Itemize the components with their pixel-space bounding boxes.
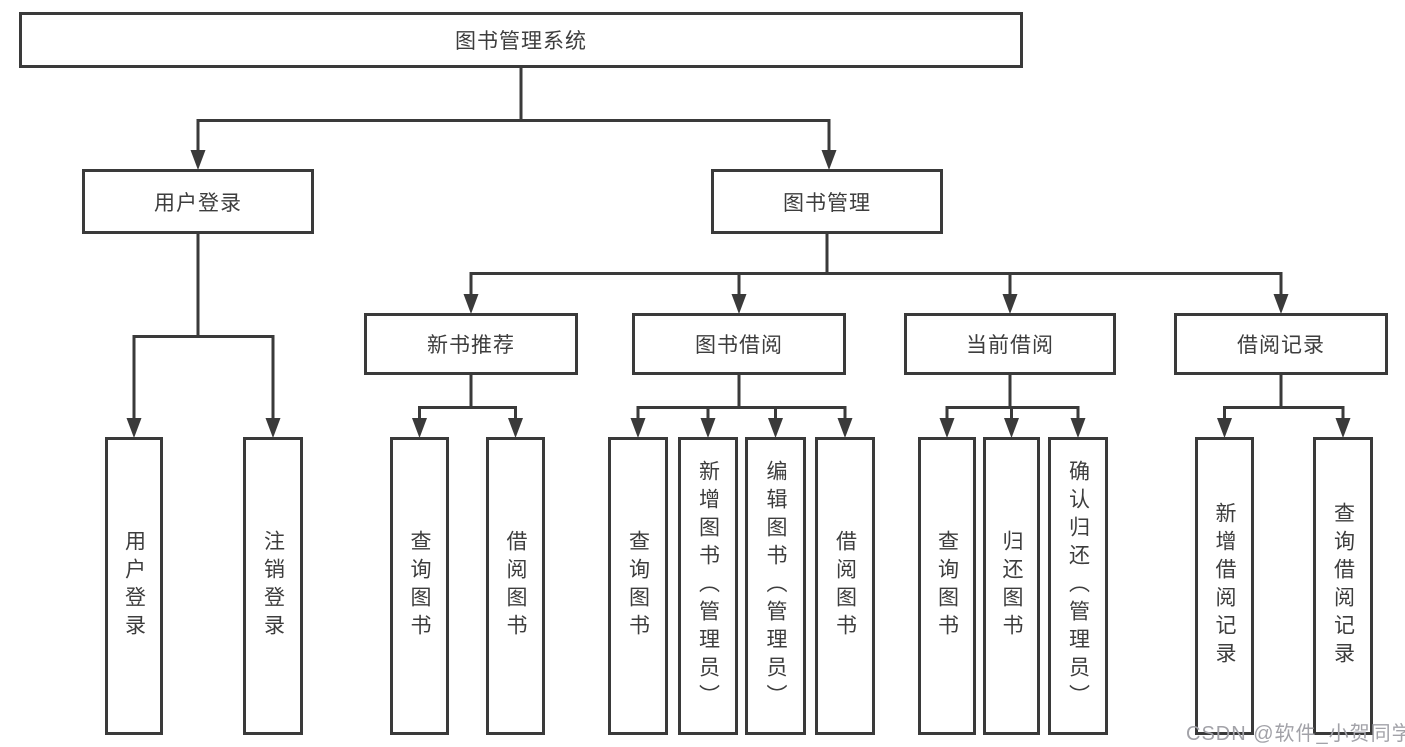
leaf-return-books: 归还图书: [983, 437, 1040, 735]
watermark-text: CSDN @软件_小贺同学: [1186, 723, 1405, 745]
leaf-confirm-return-admin: 确认归还（管理员）: [1048, 437, 1108, 735]
leaf-borrow-books-recommend: 借阅图书: [486, 437, 545, 735]
leaf-borrow-books-label: 借阅图书: [833, 530, 857, 642]
leaf-add-borrow-record-label: 新增借阅记录: [1213, 502, 1236, 670]
node-borrowing-records: 借阅记录: [1174, 313, 1388, 375]
leaf-query-borrow-record-label: 查询借阅记录: [1331, 502, 1355, 670]
leaf-query-books-current-label: 查询图书: [935, 530, 959, 642]
node-library-system-label: 图书管理系统: [455, 30, 587, 53]
leaf-user-login: 用户登录: [105, 437, 163, 735]
node-book-management: 图书管理: [711, 169, 943, 234]
leaf-edit-books-admin: 编辑图书（管理员）: [745, 437, 806, 735]
leaf-borrow-books-recommend-label: 借阅图书: [504, 530, 527, 642]
node-current-borrowing: 当前借阅: [904, 313, 1116, 375]
leaf-add-borrow-record: 新增借阅记录: [1195, 437, 1254, 735]
leaf-edit-books-admin-label: 编辑图书（管理员）: [764, 460, 787, 712]
leaf-query-borrow-record: 查询借阅记录: [1313, 437, 1373, 735]
leaf-query-books-borrow-label: 查询图书: [626, 530, 650, 642]
node-book-management-label: 图书管理: [783, 191, 871, 215]
leaf-user-login-label: 用户登录: [122, 530, 146, 642]
leaf-borrow-books: 借阅图书: [815, 437, 875, 735]
leaf-add-books-admin-label: 新增图书（管理员）: [696, 460, 720, 712]
node-borrowing-records-label: 借阅记录: [1237, 334, 1325, 357]
node-user-login: 用户登录: [82, 169, 314, 234]
leaf-logout: 注销登录: [243, 437, 303, 735]
node-library-system: 图书管理系统: [19, 12, 1023, 68]
node-new-book-recommendation: 新书推荐: [364, 313, 578, 375]
node-user-login-label: 用户登录: [154, 191, 242, 215]
node-book-borrowing-label: 图书借阅: [695, 334, 783, 357]
node-current-borrowing-label: 当前借阅: [966, 334, 1054, 357]
node-new-book-recommendation-label: 新书推荐: [427, 334, 515, 357]
leaf-confirm-return-admin-label: 确认归还（管理员）: [1066, 460, 1090, 712]
leaf-query-books-recommend-label: 查询图书: [408, 530, 431, 642]
leaf-logout-label: 注销登录: [261, 530, 285, 642]
node-book-borrowing: 图书借阅: [632, 313, 846, 375]
leaf-return-books-label: 归还图书: [1000, 530, 1023, 642]
leaf-query-books-recommend: 查询图书: [390, 437, 449, 735]
leaf-query-books-borrow: 查询图书: [608, 437, 668, 735]
leaf-add-books-admin: 新增图书（管理员）: [678, 437, 738, 735]
leaf-query-books-current: 查询图书: [918, 437, 976, 735]
